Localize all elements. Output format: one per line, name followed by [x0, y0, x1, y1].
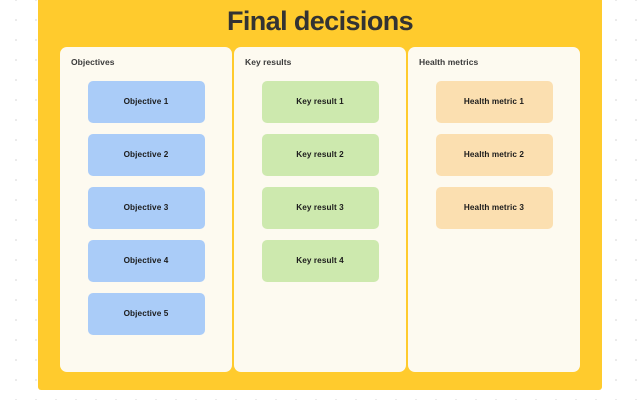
page-title: Final decisions	[226, 6, 414, 36]
card-key-result-3[interactable]: Key result 3	[261, 187, 379, 229]
card-objective-4[interactable]: Objective 4	[87, 240, 205, 282]
card-label: Objective 2	[123, 150, 169, 159]
card-list-objectives: Objective 1 Objective 2 Objective 3 Obje…	[60, 81, 232, 335]
card-label: Objective 5	[123, 309, 169, 318]
card-label: Key result 1	[296, 97, 344, 106]
card-health-metric-3[interactable]: Health metric 3	[435, 187, 553, 229]
card-key-result-1[interactable]: Key result 1	[261, 81, 379, 123]
card-list-key-results: Key result 1 Key result 2 Key result 3 K…	[234, 81, 406, 282]
card-key-result-4[interactable]: Key result 4	[261, 240, 379, 282]
column-objectives[interactable]: Objectives Objective 1 Objective 2 Objec…	[60, 47, 232, 372]
column-title-health-metrics: Health metrics	[419, 57, 479, 67]
card-label: Health metric 1	[463, 97, 525, 106]
card-label: Objective 3	[123, 203, 169, 212]
column-title-objectives: Objectives	[71, 57, 115, 67]
card-key-result-2[interactable]: Key result 2	[261, 134, 379, 176]
card-list-health-metrics: Health metric 1 Health metric 2 Health m…	[408, 81, 580, 229]
card-objective-5[interactable]: Objective 5	[87, 293, 205, 335]
card-health-metric-2[interactable]: Health metric 2	[435, 134, 553, 176]
card-label: Objective 4	[123, 256, 169, 265]
card-label: Health metric 2	[463, 150, 525, 159]
card-label: Key result 4	[296, 256, 344, 265]
card-objective-3[interactable]: Objective 3	[87, 187, 205, 229]
card-objective-1[interactable]: Objective 1	[87, 81, 205, 123]
column-health-metrics[interactable]: Health metrics Health metric 1 Health me…	[408, 47, 580, 372]
card-health-metric-1[interactable]: Health metric 1	[435, 81, 553, 123]
column-key-results[interactable]: Key results Key result 1 Key result 2 Ke…	[234, 47, 406, 372]
column-title-key-results: Key results	[245, 57, 292, 67]
card-label: Objective 1	[123, 97, 169, 106]
board-panel: Final decisions Objectives Objective 1 O…	[38, 0, 602, 390]
column-container: Objectives Objective 1 Objective 2 Objec…	[60, 47, 580, 372]
card-label: Key result 3	[296, 203, 344, 212]
card-label: Key result 2	[296, 150, 344, 159]
card-label: Health metric 3	[463, 203, 525, 212]
card-objective-2[interactable]: Objective 2	[87, 134, 205, 176]
